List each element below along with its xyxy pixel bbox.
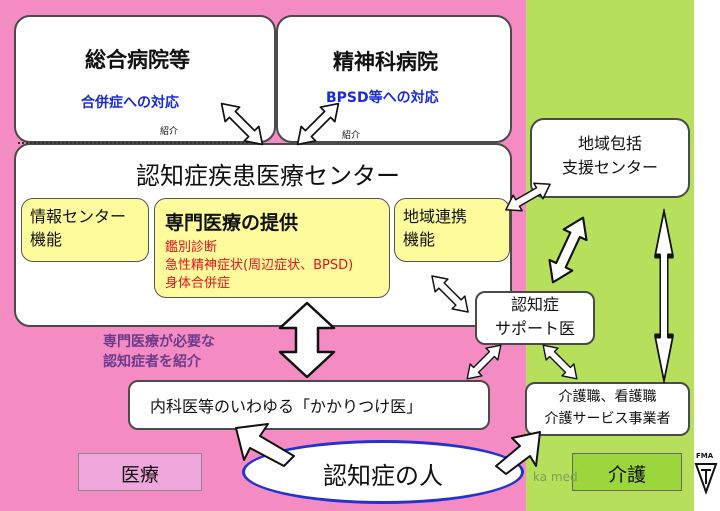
regional-link-text: 地域連携 機能 (403, 207, 468, 249)
specialized-care-box (154, 198, 390, 298)
medical-label-box (78, 453, 202, 491)
fma-logo: FMA (694, 452, 718, 498)
physical-comorbidity: 身体合併症 (165, 276, 231, 291)
patient-text: 認知症の人 (323, 462, 443, 490)
general-hospital-title: 総合病院等 (85, 48, 190, 72)
specialized-care-title: 専門医療の提供 (165, 212, 299, 234)
comorbidity-text: 合併症への対応 (81, 95, 179, 111)
care-staff-text: 介護職、看護職 介護サービス事業者 (544, 389, 671, 427)
arrow-doctor-care (536, 338, 584, 386)
info-center-text: 情報センター 機能 (30, 207, 127, 249)
community-support-center-text: 地域包括 支援センター (561, 134, 658, 177)
community-support-center-box (530, 118, 690, 198)
support-doctor-text: 認知症 サポート医 (494, 295, 575, 338)
regional-link-box (394, 198, 510, 262)
arrow-doctor-family (460, 338, 508, 386)
arrow-regional-support (500, 175, 556, 219)
arrow-center-family (278, 301, 336, 379)
care-staff-box (525, 382, 690, 436)
arrow-support-doctor (540, 211, 596, 289)
acute-psychiatric: 急性精神症状(周辺症状、BPSD) (165, 258, 354, 273)
arrow-regional-doctor (424, 268, 476, 320)
dementia-center-title: 認知症疾患医療センター (136, 162, 400, 190)
arrow-psych-center (289, 95, 347, 153)
patient-ellipse (242, 440, 524, 504)
referral-label-right: 紹介 (342, 131, 361, 141)
psychiatric-hospital-title: 精神科病院 (333, 50, 438, 74)
arrow-support-care (655, 211, 673, 381)
family-doctor-box (128, 380, 490, 430)
watermark-text: ka med (533, 470, 578, 484)
info-center-box (21, 198, 149, 262)
arrow-patient-care (495, 431, 541, 475)
arrow-patient-family (235, 423, 295, 467)
dotted-divider (18, 142, 248, 144)
referral-note: 専門医療が必要な 認知症者を紹介 (103, 334, 215, 370)
support-doctor-box (475, 291, 595, 345)
bpsd-text: BPSD等への対応 (326, 90, 439, 106)
care-label-box (572, 453, 682, 491)
referral-label-left: 紹介 (160, 127, 179, 137)
white-margin (694, 0, 720, 511)
medical-label: 医療 (120, 464, 159, 486)
arrow-general-center (213, 95, 271, 153)
family-doctor-text: 内科医等のいわゆる「かかりつけ医」 (150, 397, 423, 416)
logo-text: FMA (696, 452, 714, 460)
care-label: 介護 (607, 464, 646, 486)
differential-diagnosis: 鑑別診断 (165, 240, 218, 255)
